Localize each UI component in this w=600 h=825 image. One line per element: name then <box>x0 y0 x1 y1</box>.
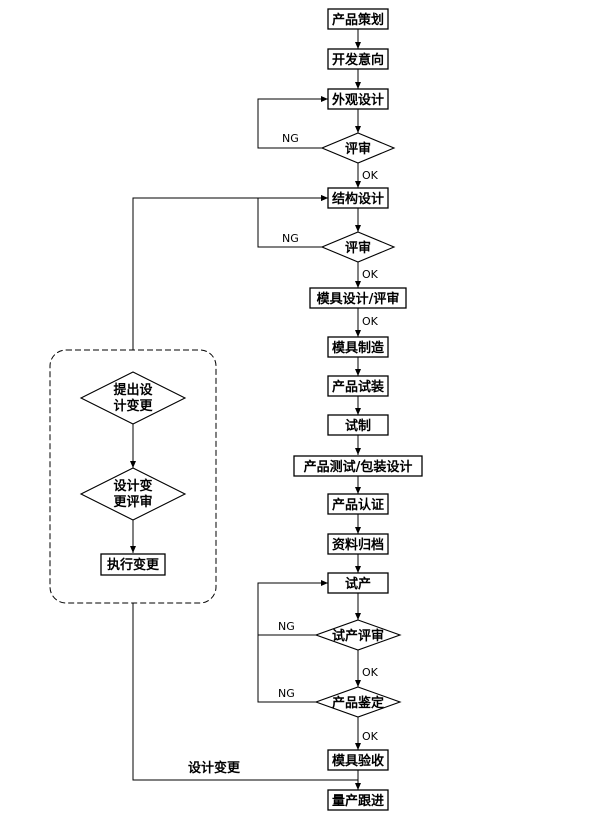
design-change-group <box>49 349 217 604</box>
box-mold-acceptance[interactable]: 模具验收 <box>327 749 389 771</box>
label-ok-3: OK <box>362 315 379 328</box>
decision-change-review-line2: 更评审 <box>113 494 152 510</box>
box-mold-design-review-label: 模具设计/评审 <box>317 291 400 307</box>
box-test-packaging-label: 产品测试/包装设计 <box>304 459 413 475</box>
box-trial-assembly[interactable]: 产品试装 <box>327 375 389 397</box>
box-archive-label: 资料归档 <box>332 537 384 553</box>
decision-review-2[interactable]: 评审 <box>320 231 396 263</box>
box-execute-change[interactable]: 执行变更 <box>100 553 166 576</box>
decision-propose-change-line1: 提出设 <box>113 382 153 398</box>
ng-loops <box>257 96 328 703</box>
label-design-change: 设计变更 <box>188 760 241 776</box>
box-structure-design[interactable]: 结构设计 <box>327 187 389 209</box>
label-ok-4: OK <box>362 666 379 679</box>
label-ng-4: NG <box>278 687 295 700</box>
label-ok-5: OK <box>362 730 379 743</box>
box-trial-production-label: 试产 <box>345 576 371 592</box>
box-mold-acceptance-label: 模具验收 <box>332 753 385 769</box>
box-archive[interactable]: 资料归档 <box>327 533 389 555</box>
design-change-loop <box>49 195 358 781</box>
decision-change-review[interactable]: 设计变 更评审 <box>79 467 187 521</box>
decision-propose-change-line2: 计变更 <box>113 398 153 414</box>
decision-review-2-label: 评审 <box>345 240 371 256</box>
box-mass-production-follow[interactable]: 量产跟进 <box>327 789 389 811</box>
label-ng-1: NG <box>282 132 299 145</box>
box-product-planning-label: 产品策划 <box>332 12 384 28</box>
label-ng-2: NG <box>282 232 299 245</box>
decision-review-1-label: 评审 <box>345 141 371 157</box>
box-certification-label: 产品认证 <box>332 497 384 513</box>
box-mass-production-follow-label: 量产跟进 <box>332 793 384 809</box>
box-appearance-design[interactable]: 外观设计 <box>327 88 389 110</box>
box-trial-assembly-label: 产品试装 <box>332 379 384 395</box>
box-certification[interactable]: 产品认证 <box>327 493 389 515</box>
box-mold-manufacturing[interactable]: 模具制造 <box>327 336 389 358</box>
decision-appraisal[interactable]: 产品鉴定 <box>314 686 402 718</box>
decision-appraisal-label: 产品鉴定 <box>332 695 384 711</box>
box-mold-design-review[interactable]: 模具设计/评审 <box>309 287 407 309</box>
box-product-planning[interactable]: 产品策划 <box>327 8 389 30</box>
box-trial-make[interactable]: 试制 <box>327 414 389 436</box>
box-development-intent[interactable]: 开发意向 <box>327 48 389 70</box>
box-test-packaging[interactable]: 产品测试/包装设计 <box>293 455 423 477</box>
label-ng-3: NG <box>278 620 295 633</box>
box-trial-production[interactable]: 试产 <box>327 572 389 594</box>
box-structure-design-label: 结构设计 <box>332 191 384 207</box>
box-mold-manufacturing-label: 模具制造 <box>332 340 385 356</box>
label-ok-1: OK <box>362 169 379 182</box>
box-development-intent-label: 开发意向 <box>332 52 384 68</box>
box-appearance-design-label: 外观设计 <box>331 92 384 108</box>
decision-trial-review-label: 试产评审 <box>332 628 384 644</box>
decision-change-review-line1: 设计变 <box>113 478 152 494</box>
decision-trial-review[interactable]: 试产评审 <box>314 619 402 651</box>
label-ok-2: OK <box>362 268 379 281</box>
decision-propose-change[interactable]: 提出设 计变更 <box>79 371 187 425</box>
box-trial-make-label: 试制 <box>345 418 371 434</box>
box-execute-change-label: 执行变更 <box>107 557 160 573</box>
decision-review-1[interactable]: 评审 <box>320 132 396 164</box>
